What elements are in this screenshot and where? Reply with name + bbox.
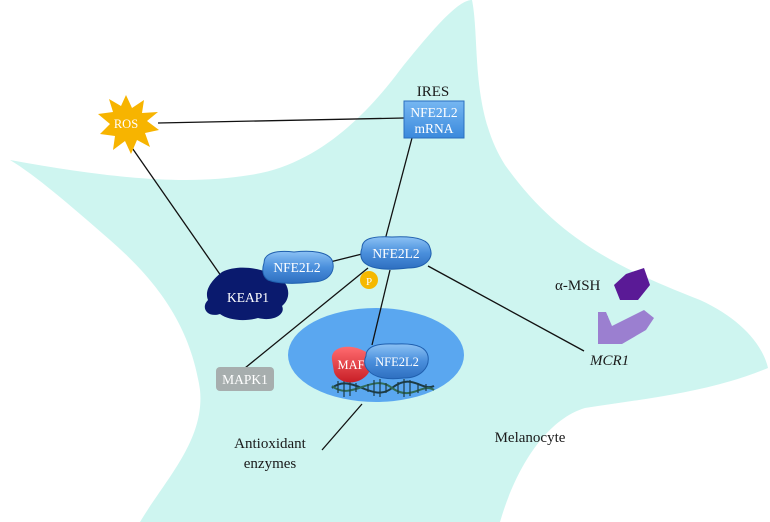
- nfe2l2-mrna-label-line2: mRNA: [414, 121, 453, 136]
- nfe2l2-nucleus-label: NFE2L2: [375, 355, 419, 369]
- nfe2l2-mrna-box: NFE2L2 mRNA: [403, 100, 465, 139]
- alpha-msh-label: α-MSH: [555, 278, 601, 294]
- line-ros-mrna: [157, 117, 405, 124]
- antioxidant-label-line1: Antioxidant: [234, 436, 306, 452]
- alpha-msh-hexagon: [614, 268, 650, 300]
- ires-label: IRES: [417, 84, 450, 100]
- nfe2l2-central-label: NFE2L2: [372, 246, 419, 261]
- nfe2l2-keap-label: NFE2L2: [273, 260, 320, 275]
- phosphate-label: P: [366, 276, 372, 288]
- phosphate: P: [360, 271, 378, 289]
- mapk1-box: MAPK1: [216, 367, 274, 391]
- melanocyte-label: Melanocyte: [495, 430, 566, 446]
- line-nfe2l2-complex: [329, 253, 363, 263]
- maf-protein: MAF: [331, 346, 372, 383]
- dna-helix: [331, 378, 435, 397]
- maf-label: MAF: [337, 358, 364, 372]
- nfe2l2-central-protein: NFE2L2: [360, 236, 432, 270]
- line-dna-antioxidant: [321, 403, 363, 451]
- nfe2l2-mrna-label-line1: NFE2L2: [410, 105, 457, 120]
- antioxidant-label-line2: enzymes: [244, 456, 297, 472]
- mcr1-receptor: [598, 310, 654, 344]
- line-nfe2l2-mapk1: [244, 267, 369, 369]
- ros-star: ROS: [98, 95, 159, 154]
- keap1-label: KEAP1: [227, 290, 269, 305]
- line-nfe2l2-nucleus: [371, 269, 391, 346]
- mcr1-label: MCR1: [589, 353, 629, 369]
- keap1-protein: KEAP1: [204, 267, 289, 321]
- ros-label: ROS: [114, 117, 138, 131]
- line-ros-keap1: [127, 141, 227, 284]
- mapk1-label: MAPK1: [222, 372, 268, 387]
- line-nfe2l2-mcr1: [427, 265, 585, 352]
- line-mrna-nfe2l2: [384, 137, 413, 241]
- nfe2l2-keap-protein: NFE2L2: [262, 250, 334, 284]
- nfe2l2-nucleus-protein: NFE2L2: [364, 343, 429, 380]
